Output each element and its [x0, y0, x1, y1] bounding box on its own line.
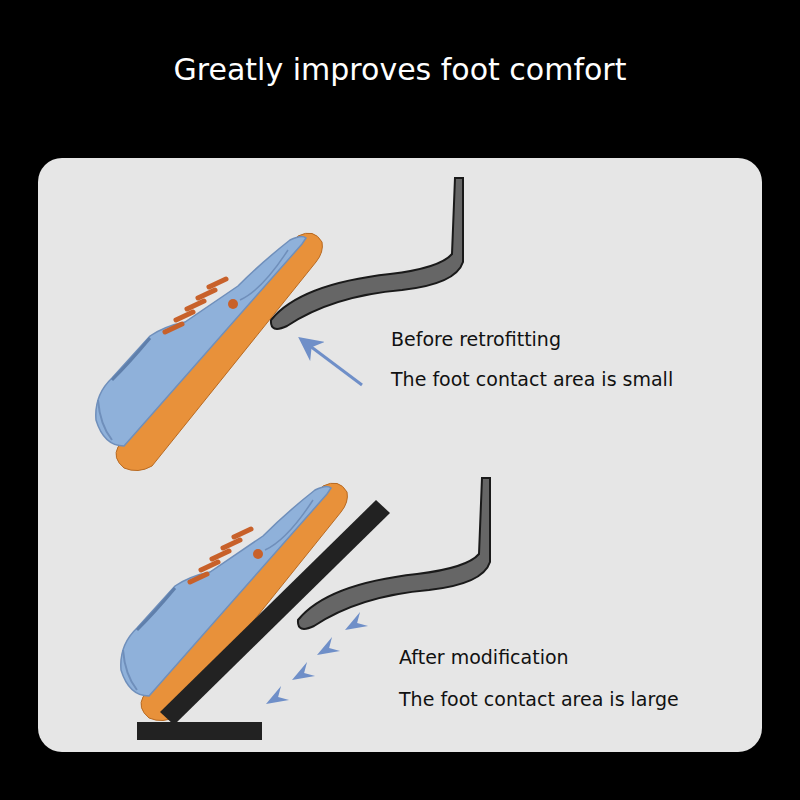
- state-heading: After modification: [399, 646, 569, 668]
- pressure-arrows: [262, 612, 368, 711]
- panel-ground: [38, 158, 762, 752]
- shoe: [121, 483, 348, 720]
- page-title: Greatly improves foot comfort: [0, 52, 800, 87]
- shoe: [96, 233, 323, 470]
- comparison-panel: Before retrofittingThe foot contact area…: [38, 158, 762, 752]
- description: The foot contact area is small: [391, 368, 673, 390]
- pressure-arrow: [302, 340, 362, 385]
- description: The foot contact area is large: [399, 688, 679, 710]
- state-heading: Before retrofitting: [391, 328, 561, 350]
- pedal-extension-plate: [160, 500, 390, 725]
- base-plate: [137, 722, 262, 740]
